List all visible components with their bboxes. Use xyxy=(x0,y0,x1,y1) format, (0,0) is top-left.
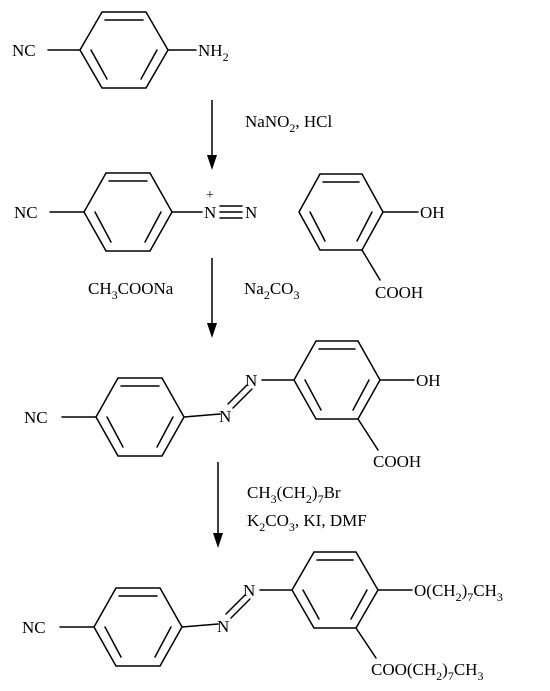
compound-aminobenzonitrile: NC NH2 xyxy=(12,11,229,89)
diazonium-n1: N xyxy=(204,203,216,222)
azo-n-bottom: N xyxy=(219,407,231,426)
azo-double-bond xyxy=(227,384,253,409)
amine-label: NH2 xyxy=(198,41,229,64)
hydroxyl-label: OH xyxy=(420,203,445,222)
azo-n-bottom: N xyxy=(217,617,229,636)
reagent-k2co3-ki-dmf: K2CO3, KI, DMF xyxy=(247,511,367,534)
compound-azo-acid: NC N N OH COOH xyxy=(24,340,441,471)
reaction-arrow-3 xyxy=(213,462,223,548)
nitrile-label: NC xyxy=(24,408,48,427)
azo-n-top: N xyxy=(243,581,255,600)
bond-ring-cooh xyxy=(361,249,381,281)
bond-ring-cooh xyxy=(357,418,379,451)
benzene-ring xyxy=(298,173,384,251)
benzene-ring xyxy=(79,11,169,89)
bond-ring-n xyxy=(181,623,219,628)
benzene-ring-left xyxy=(93,587,183,667)
hydroxyl-label: OH xyxy=(416,371,441,390)
reagent-octyl-bromide: CH3(CH2)7Br xyxy=(247,483,341,506)
azo-n-top: N xyxy=(245,371,257,390)
benzene-ring-right xyxy=(293,340,381,420)
azo-double-bond xyxy=(225,594,251,619)
octyloxy-label: O(CH2)7CH3 xyxy=(414,581,503,604)
nitrile-label: NC xyxy=(14,203,38,222)
bond-ring-n xyxy=(183,413,221,418)
benzene-ring xyxy=(83,172,173,252)
octyl-ester-label: COO(CH2)7CH3 xyxy=(371,660,483,683)
reaction-arrow-2 xyxy=(207,258,217,338)
reagent-nano2-hcl: NaNO2, HCl xyxy=(245,112,333,135)
bond-ring-ester xyxy=(355,627,377,659)
compound-salicylic-acid: OH COOH xyxy=(298,173,445,302)
compound-product: NC N N O(CH2)7CH3 COO(CH2)7CH3 xyxy=(22,551,503,683)
benzene-ring-right xyxy=(291,551,379,629)
triple-bond xyxy=(219,205,243,219)
nitrile-label: NC xyxy=(22,618,46,637)
nitrile-label: NC xyxy=(12,41,36,60)
benzene-ring-left xyxy=(95,377,185,457)
plus-charge: + xyxy=(206,188,214,203)
carboxyl-label: COOH xyxy=(373,452,421,471)
diazonium-n2: N xyxy=(245,203,257,222)
reagent-sodium-carbonate: Na2CO3 xyxy=(244,279,299,302)
carboxyl-label: COOH xyxy=(375,283,423,302)
reagent-sodium-acetate: CH3COONa xyxy=(88,279,174,302)
reaction-arrow-1 xyxy=(207,100,217,170)
compound-diazonium: NC + N N xyxy=(14,172,257,252)
